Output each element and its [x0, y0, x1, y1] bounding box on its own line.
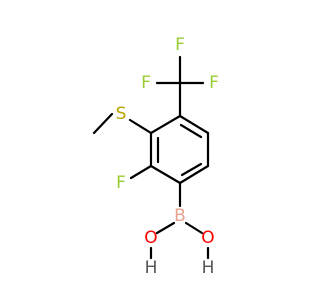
bond-b-o-right [184, 221, 204, 235]
double-bond-inner-c4-c5 [180, 162, 203, 177]
atom-label-o-right: O [201, 228, 214, 248]
bond-c1-c2 [149, 114, 182, 135]
atom-label-f-ring: F [116, 173, 126, 193]
bond-b-o-left [155, 221, 176, 235]
structure-svg: F F F S F B O H O H [92, 35, 219, 278]
bond-c4-c5 [178, 164, 210, 185]
atom-label-o-left: O [144, 228, 157, 248]
bonds [92, 55, 210, 260]
bond-ring-f [129, 164, 153, 180]
bond-c3-c4 [149, 164, 182, 185]
bond-ring-s [128, 118, 153, 135]
atom-label-h-left: H [145, 258, 158, 278]
bond-c6-c1 [178, 114, 210, 135]
double-bond-inner-c6-c1 [179, 123, 203, 139]
atom-label-f-left: F [141, 73, 151, 93]
molecule-diagram: F F F S F B O H O H [92, 35, 219, 278]
atom-label-h-right: H [202, 258, 215, 278]
atom-label-f-right: F [209, 73, 219, 93]
atom-labels: F F F S F B O H O H [116, 35, 219, 278]
atom-label-f-top: F [175, 35, 185, 55]
atom-label-s: S [116, 104, 127, 124]
bond-s-methyl [92, 112, 114, 135]
atom-label-b: B [174, 206, 186, 226]
